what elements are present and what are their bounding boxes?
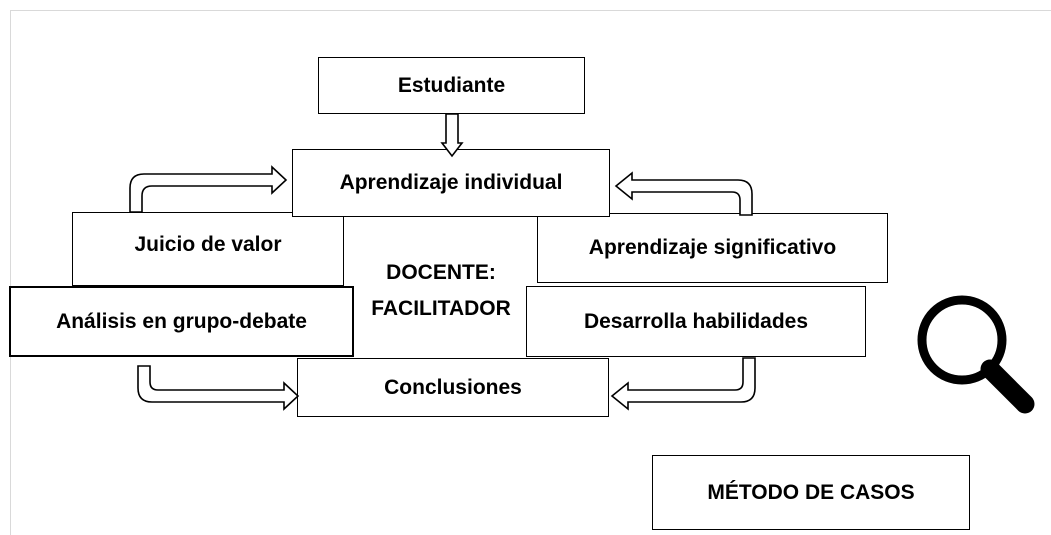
docente-facilitador-label: DOCENTE: FACILITADOR [352, 255, 530, 327]
node-desarrolla-habilidades: Desarrolla habilidades [526, 286, 866, 357]
node-analisis-en-grupo-label: Análisis en grupo-debate [56, 309, 307, 333]
magnifying-glass-icon [917, 295, 1035, 414]
frame-top-border [10, 10, 1051, 11]
title-label: MÉTODO DE CASOS [707, 480, 915, 504]
node-conclusiones-label: Conclusiones [384, 375, 522, 399]
node-desarrolla-habilidades-label: Desarrolla habilidades [583, 309, 809, 333]
node-estudiante-label: Estudiante [397, 73, 506, 97]
arrow-estudiante-to-individual [440, 113, 464, 158]
node-aprendizaje-significativo-label: Aprendizaje significativo [588, 236, 837, 259]
node-aprendizaje-individual-label: Aprendizaje individual [339, 171, 563, 194]
node-juicio-de-valor-label: Juicio de valor [134, 233, 282, 256]
node-conclusiones: Conclusiones [297, 358, 609, 417]
arrow-significativo-to-individual [614, 171, 753, 216]
node-aprendizaje-significativo: Aprendizaje significativo [537, 213, 888, 283]
docente-label-line1: DOCENTE: [386, 261, 496, 284]
node-analisis-en-grupo: Análisis en grupo-debate [9, 286, 354, 357]
arrow-habilidades-to-conclusiones [610, 357, 756, 411]
arrow-analisis-to-conclusiones [137, 365, 300, 411]
node-juicio-de-valor: Juicio de valor [72, 212, 344, 286]
title-box: MÉTODO DE CASOS [652, 455, 970, 530]
arrow-juicio-to-individual [129, 165, 288, 213]
docente-label-line2: FACILITADOR [371, 297, 511, 320]
frame-left-border [10, 10, 11, 535]
